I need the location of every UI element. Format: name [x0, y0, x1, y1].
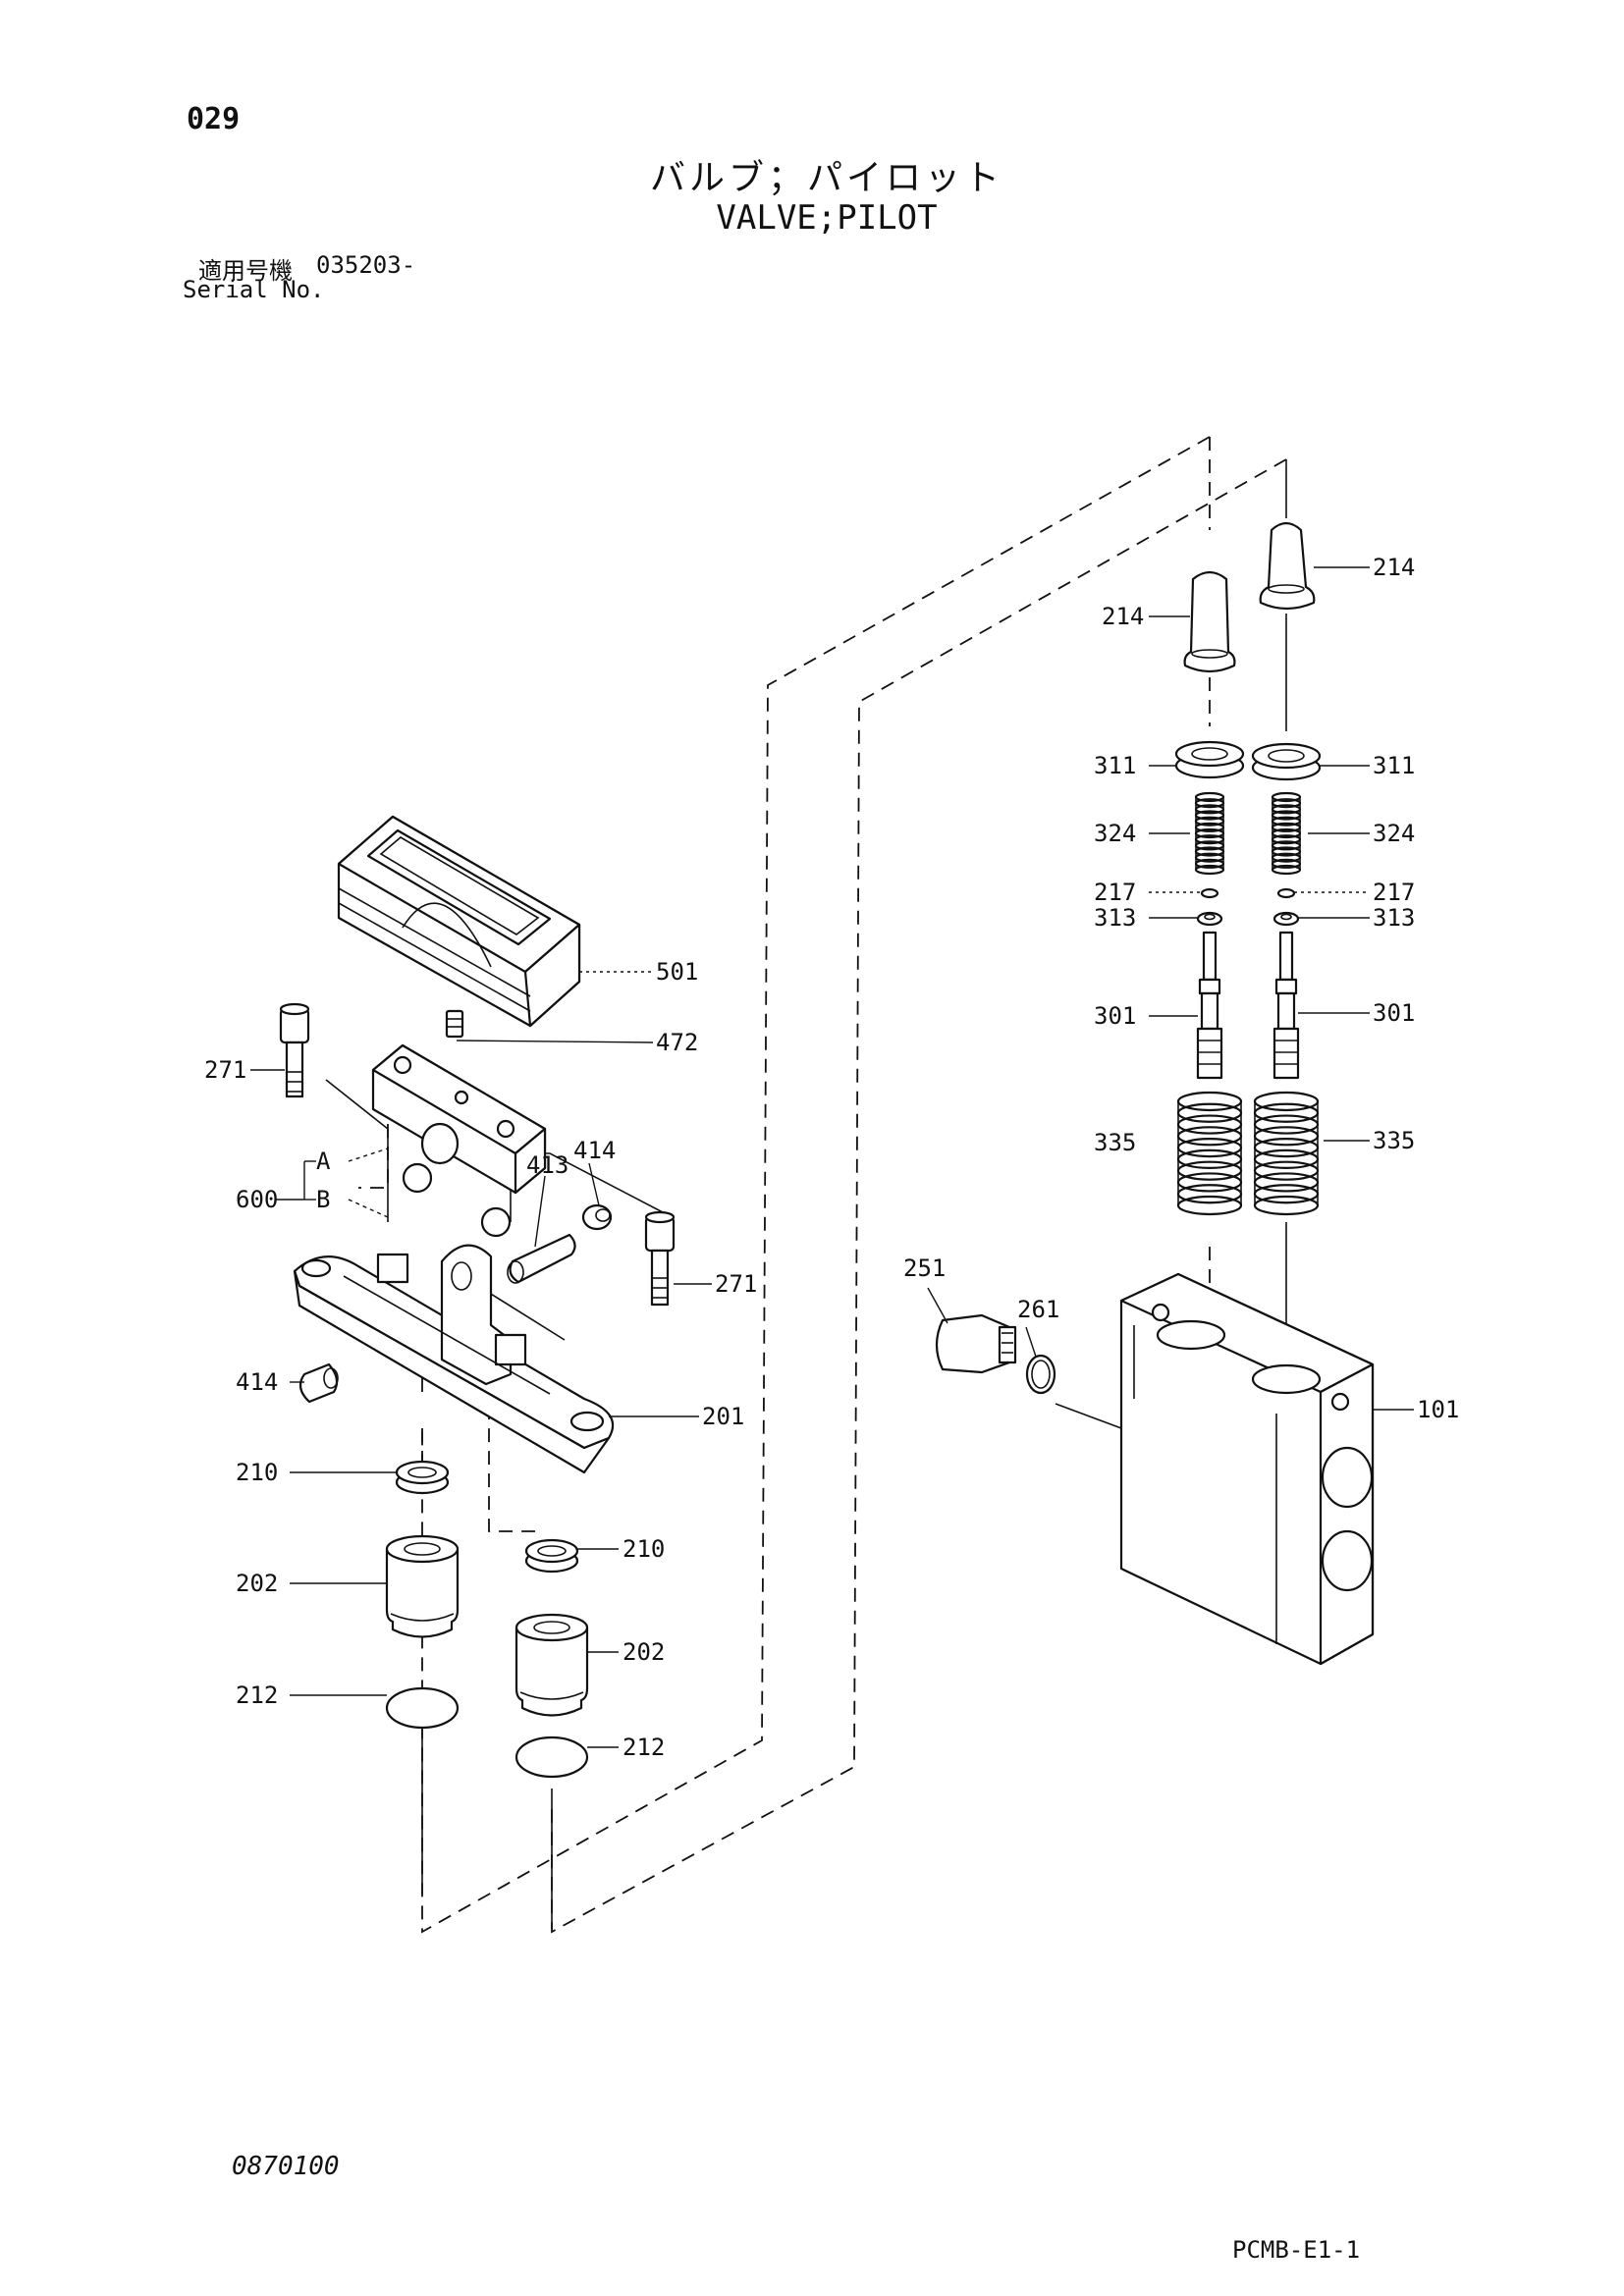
callout-335-right: 335	[1373, 1127, 1415, 1154]
spool-301-left	[1196, 931, 1223, 1080]
callout-335-left: 335	[1094, 1129, 1136, 1156]
casing-101	[1119, 1272, 1375, 1666]
callout-324-right: 324	[1373, 820, 1415, 847]
title-english: VALVE;PILOT	[716, 198, 938, 238]
serial-number-value: 035203-	[316, 251, 416, 279]
drawing-code: 0870100	[232, 2152, 340, 2181]
callout-214-right: 214	[1373, 554, 1415, 581]
bushing-414-left	[298, 1362, 339, 1404]
callout-sub-b: B	[316, 1186, 330, 1213]
callout-414-top: 414	[573, 1137, 616, 1164]
callout-101: 101	[1417, 1396, 1459, 1423]
seat-313-left	[1196, 911, 1223, 927]
serial-label-english: Serial No.	[183, 276, 325, 303]
callout-313-right: 313	[1373, 904, 1415, 932]
bolt-271-right	[644, 1210, 676, 1307]
callout-501: 501	[656, 958, 698, 986]
spring-324-right	[1271, 791, 1302, 876]
bushing-414-top	[581, 1203, 613, 1231]
callout-311-right: 311	[1373, 752, 1415, 779]
callout-414-left: 414	[236, 1368, 278, 1396]
plug-202-left	[385, 1534, 460, 1638]
plate-201	[293, 1244, 615, 1474]
callout-214-left: 214	[1102, 603, 1144, 630]
callout-600: 600	[236, 1186, 278, 1213]
set-screw-472	[445, 1009, 464, 1039]
callout-311-left: 311	[1094, 752, 1136, 779]
o-ring-212-right	[514, 1735, 589, 1779]
callout-301-right: 301	[1373, 999, 1415, 1027]
leader-lines	[250, 566, 1414, 1748]
spring-seat-311-left	[1174, 740, 1245, 779]
spring-335-right	[1253, 1091, 1320, 1216]
page-number: 029	[187, 102, 241, 136]
plug-202-right	[514, 1613, 589, 1717]
callout-472: 472	[656, 1029, 698, 1056]
seat-313-right	[1272, 911, 1300, 927]
callout-212-left: 212	[236, 1682, 278, 1709]
boot-501	[337, 815, 581, 1028]
pin-413	[507, 1233, 576, 1284]
seal-210-left	[395, 1460, 450, 1495]
callout-210-left: 210	[236, 1459, 278, 1486]
callout-217-left: 217	[1094, 879, 1136, 906]
callout-413: 413	[526, 1151, 568, 1179]
seal-210-right	[524, 1538, 579, 1574]
callout-301-left: 301	[1094, 1002, 1136, 1030]
washer-217-left	[1200, 887, 1219, 899]
cam-600-assembly	[371, 1043, 547, 1238]
callout-202-left: 202	[236, 1570, 278, 1597]
spring-324-left	[1194, 791, 1225, 876]
callout-212-right: 212	[623, 1734, 665, 1761]
spool-301-right	[1272, 931, 1300, 1080]
plug-251	[935, 1313, 1017, 1374]
callout-261: 261	[1017, 1296, 1059, 1323]
title-japanese: バルブ；パイロット	[649, 158, 1003, 198]
o-ring-261	[1025, 1354, 1056, 1395]
callout-251: 251	[903, 1255, 946, 1282]
callout-labels: 214 214 311 311 324 324 217 217 313 313 …	[204, 554, 1459, 1761]
callout-201: 201	[702, 1403, 744, 1430]
callout-313-left: 313	[1094, 904, 1136, 932]
spring-seat-311-right	[1251, 742, 1322, 781]
callout-sub-a: A	[316, 1148, 331, 1175]
serial-label-japanese: 適用号機	[198, 257, 293, 285]
callout-271-left: 271	[204, 1056, 246, 1084]
plunger-214-left	[1183, 570, 1236, 673]
callout-210-right: 210	[623, 1535, 665, 1563]
spring-335-left	[1176, 1091, 1243, 1216]
washer-217-right	[1276, 887, 1296, 899]
callout-271-right: 271	[715, 1270, 757, 1298]
callout-217-right: 217	[1373, 879, 1415, 906]
assembly-axis-lines	[325, 459, 1287, 1929]
bracket-600	[303, 1148, 389, 1218]
bolt-271-left	[279, 1002, 310, 1098]
assembly-dashed-lines	[358, 436, 1287, 1934]
catalog-code: PCMB-E1-1	[1232, 2236, 1361, 2264]
callout-324-left: 324	[1094, 820, 1136, 847]
o-ring-212-left	[385, 1686, 460, 1730]
plunger-214-right	[1259, 521, 1316, 611]
callout-202-right: 202	[623, 1638, 665, 1666]
